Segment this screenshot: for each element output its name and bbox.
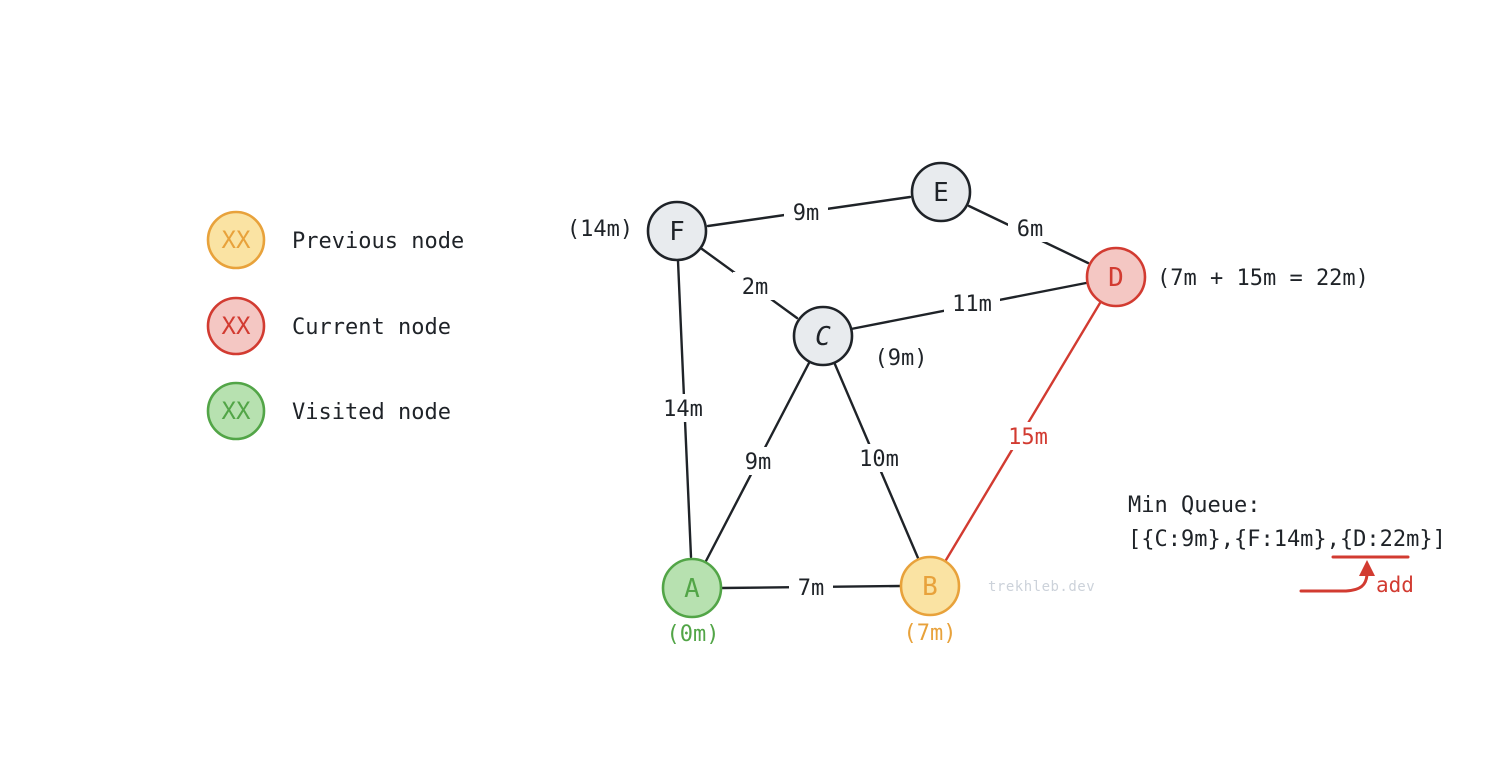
node-D-letter: D [1108, 263, 1124, 293]
edge-weight-A-B: 7m [789, 573, 833, 601]
node-E-letter: E [933, 178, 949, 208]
node-F: F [646, 200, 708, 262]
node-F-letter: F [669, 217, 685, 247]
graph-nodes: A B C D E F [646, 161, 1147, 619]
edge-weight-C-D: 11m [944, 289, 1000, 317]
node-D-distance: (7m + 15m = 22m) [1157, 266, 1369, 291]
edge-weight-label: 14m [663, 397, 703, 422]
legend-item-current: XX Current node [206, 296, 451, 356]
add-arrow-head [1359, 560, 1375, 576]
edge-weight-label: 11m [952, 292, 992, 317]
edge-weight-F-A: 14m [655, 394, 711, 422]
edge-weight-B-D: 15m [1000, 422, 1056, 450]
edge-weight-label: 2m [742, 275, 769, 300]
watermark: trekhleb.dev [988, 579, 1095, 595]
add-arrow [1299, 570, 1369, 593]
node-B-letter: B [922, 572, 938, 602]
node-B: B [899, 555, 961, 617]
edge-weight-label: 6m [1017, 217, 1044, 242]
current-node-badge-label: XX [222, 312, 251, 340]
edge-weight-F-C: 2m [733, 272, 777, 300]
edge-weights: 9m 6m 2m 11m 14m 9m 10m 15m [655, 198, 1056, 601]
legend: XX Previous node XX Current node XX Visi… [206, 210, 464, 441]
legend-item-visited: XX Visited node [206, 381, 451, 441]
node-C-letter: C [815, 322, 831, 352]
edge-weight-C-B: 10m [851, 444, 907, 472]
node-A: A [661, 557, 723, 619]
legend-label-previous: Previous node [292, 229, 464, 254]
edge-weight-label-highlighted: 15m [1008, 425, 1048, 450]
node-C-circle [792, 305, 854, 367]
legend-item-previous: XX Previous node [206, 210, 464, 270]
node-A-distance: (0m) [667, 622, 720, 647]
edge-weight-label: 7m [798, 576, 825, 601]
node-D-circle [1085, 246, 1147, 308]
previous-node-badge [206, 210, 266, 270]
node-distances: (0m) (7m) (9m) (7m + 15m = 22m) (14m) [567, 217, 1369, 647]
node-C-distance: (9m) [875, 346, 928, 371]
node-C: C [792, 305, 854, 367]
legend-label-visited: Visited node [292, 400, 451, 425]
visited-node-badge-label: XX [222, 397, 251, 425]
min-queue-value: [{C:9m},{F:14m},{D:22m}] [1128, 527, 1446, 552]
node-E: E [910, 161, 972, 223]
node-B-circle [899, 555, 961, 617]
edge-weight-label: 9m [793, 201, 820, 226]
current-node-badge [206, 296, 266, 356]
node-A-letter: A [684, 574, 700, 604]
node-F-circle [646, 200, 708, 262]
visited-node-badge [206, 381, 266, 441]
edge-weight-label: 9m [745, 450, 772, 475]
node-E-circle [910, 161, 972, 223]
edge-weight-F-E: 9m [784, 198, 828, 226]
node-D: D [1085, 246, 1147, 308]
node-F-distance: (14m) [567, 217, 633, 242]
previous-node-badge-label: XX [222, 226, 251, 254]
edge-weight-E-D: 6m [1008, 214, 1052, 242]
node-B-distance: (7m) [904, 621, 957, 646]
legend-label-current: Current node [292, 315, 451, 340]
graph-edges [676, 195, 1102, 590]
min-queue-title: Min Queue: [1128, 493, 1260, 518]
edge-weight-label: 10m [859, 447, 899, 472]
min-queue: Min Queue: [{C:9m},{F:14m},{D:22m}] add [1128, 493, 1446, 597]
node-A-circle [661, 557, 723, 619]
add-annotation: add [1376, 573, 1414, 597]
edge-weight-A-C: 9m [736, 447, 780, 475]
